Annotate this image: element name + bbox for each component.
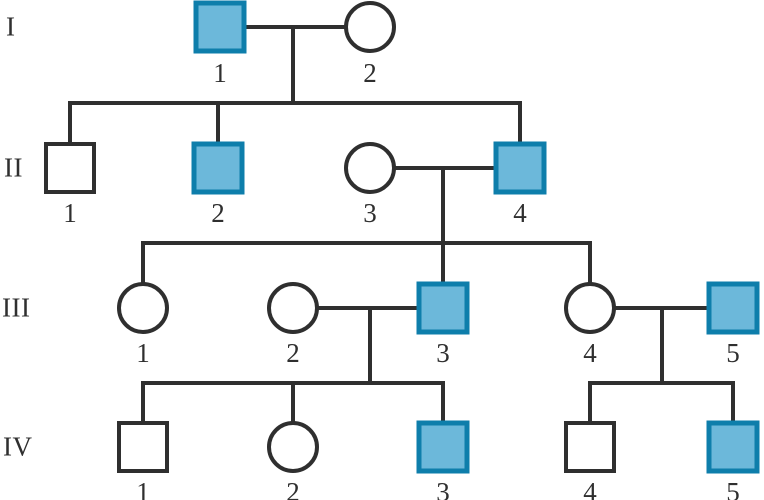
individual-i-1-male-affected[interactable] xyxy=(193,0,247,54)
generation-label-ii: II xyxy=(4,152,23,183)
individual-number-iii-4: 4 xyxy=(583,338,597,368)
individual-number-i-1: 1 xyxy=(213,58,227,88)
individual-number-iv-2: 2 xyxy=(286,477,300,500)
individual-number-iii-5: 5 xyxy=(726,338,740,368)
individual-number-iii-1: 1 xyxy=(136,338,150,368)
individual-number-ii-4: 4 xyxy=(513,198,527,228)
individual-iv-3-male-affected[interactable] xyxy=(416,420,470,474)
individual-number-iv-1: 1 xyxy=(136,477,150,500)
individual-iii-1-female-unaffected[interactable] xyxy=(117,282,169,334)
connection-lines xyxy=(68,25,735,425)
individual-number-ii-2: 2 xyxy=(211,198,225,228)
generation-label-iii: III xyxy=(2,292,31,323)
individual-iii-2-female-unaffected[interactable] xyxy=(267,282,319,334)
generation-label-iv: IV xyxy=(3,431,33,462)
individual-iv-4-male-unaffected[interactable] xyxy=(564,421,616,473)
individual-iv-5-male-affected[interactable] xyxy=(706,420,760,474)
individual-iv-2-female-unaffected[interactable] xyxy=(267,421,319,473)
individual-number-iv-5: 5 xyxy=(726,477,740,500)
individual-iii-3-male-affected[interactable] xyxy=(416,281,470,335)
individual-iv-1-male-unaffected[interactable] xyxy=(117,421,169,473)
individual-number-iii-3: 3 xyxy=(436,338,450,368)
individual-symbols xyxy=(44,0,760,474)
individual-number-i-2: 2 xyxy=(363,58,377,88)
generation-label-i: I xyxy=(6,11,16,42)
individual-number-ii-1: 1 xyxy=(63,198,77,228)
individual-number-iv-3: 3 xyxy=(436,477,450,500)
individual-i-2-female-unaffected[interactable] xyxy=(344,1,396,53)
individual-ii-3-female-unaffected[interactable] xyxy=(344,142,396,194)
individual-number-iii-2: 2 xyxy=(286,338,300,368)
individual-number-ii-3: 3 xyxy=(363,198,377,228)
individual-ii-4-male-affected[interactable] xyxy=(493,141,547,195)
individual-iii-5-male-affected[interactable] xyxy=(706,281,760,335)
individual-iii-4-female-unaffected[interactable] xyxy=(564,282,616,334)
individual-number-iv-4: 4 xyxy=(583,477,597,500)
individual-ii-1-male-unaffected[interactable] xyxy=(44,142,96,194)
individual-ii-2-male-affected[interactable] xyxy=(191,141,245,195)
